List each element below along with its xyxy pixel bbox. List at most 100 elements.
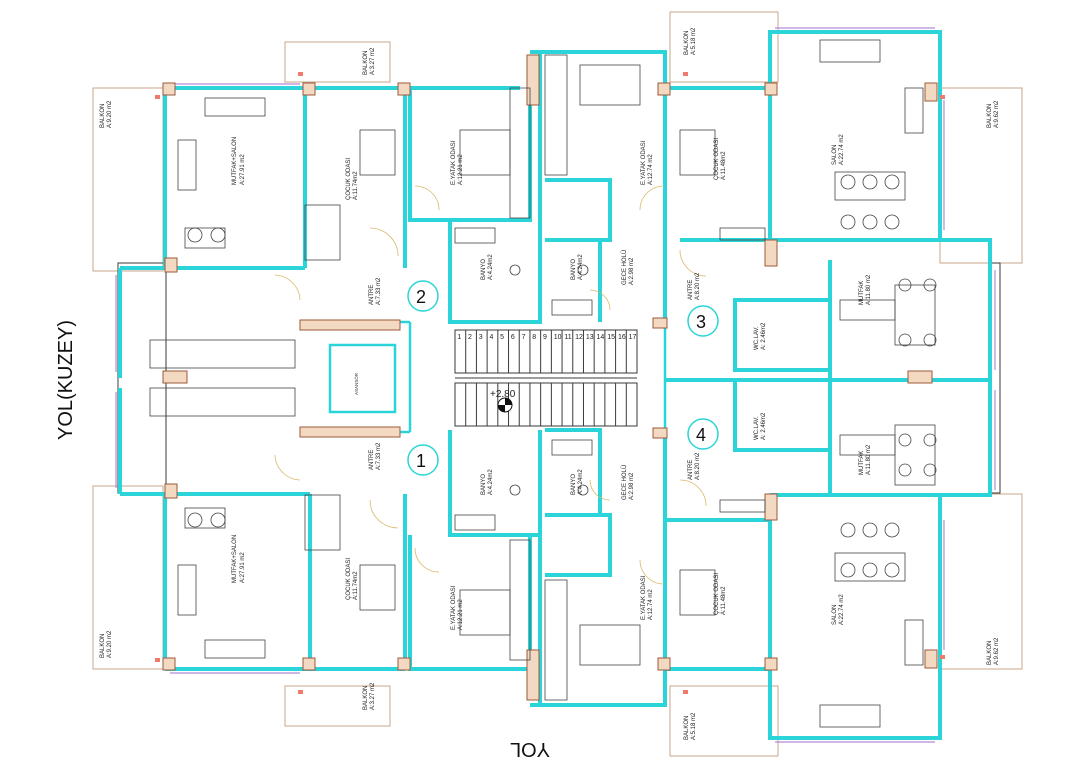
room-name: ÇOCUK ODASI (714, 573, 720, 615)
stair-step-lines (454, 330, 627, 426)
room-name: BANYO (481, 259, 487, 280)
room-area: A:11.48m2 (721, 586, 727, 615)
room-area: A:4.24m2 (488, 254, 494, 280)
room-name: BANYO (481, 474, 487, 495)
room-name: BALKON (100, 104, 106, 128)
room-name: ASANSÖR (353, 372, 359, 395)
room-area: A:8.20 m2 (695, 272, 701, 300)
room-name: BANYO (571, 474, 577, 495)
room-name: BALKON (100, 634, 106, 658)
room-area: A:5.18 m2 (691, 27, 697, 55)
room-name: BALKON (684, 31, 690, 55)
room-area: A:27.91 m2 (240, 154, 246, 185)
room-name: ANTRE (369, 450, 375, 470)
columns (162, 54, 938, 701)
road-north-label: YOL(KUZEY) (55, 320, 77, 440)
room-area: A:9.20 m2 (107, 100, 113, 128)
room-area: A:22.74 m2 (839, 594, 845, 625)
room-name: BALKON (987, 641, 993, 665)
room-name: E.YATAK ODASI (641, 140, 647, 185)
room-area: A: 2.46m2 (761, 412, 767, 440)
stair-step-number: 6 (511, 334, 515, 341)
room-name: ÇOCUK ODASI (346, 558, 352, 600)
windows (115, 27, 996, 743)
room-name: GECE HOLÜ (621, 465, 628, 500)
room-area: A:12.21 m2 (458, 599, 464, 630)
room-area: A:22.74 m2 (839, 134, 845, 165)
room-name: MUTFAK+SALON (232, 137, 238, 185)
stair-step-number: 5 (500, 334, 504, 341)
stair-step-number: 1 (457, 334, 461, 341)
room-name: WC.LAV. (754, 416, 760, 440)
stair-step-number: 8 (532, 334, 536, 341)
room-area: A:12.74 m2 (648, 589, 654, 620)
room-area: A:11.80 m2 (866, 444, 872, 475)
room-name: ANTRE (688, 460, 694, 480)
stair-step-number: 11 (564, 334, 571, 341)
stair-step-number: 9 (543, 334, 547, 341)
door-swings (274, 185, 707, 585)
room-area: A:4.24m2 (578, 254, 584, 280)
room-name: ÇOCUK ODASI (714, 138, 720, 180)
room-area: A:11.74m2 (353, 571, 359, 600)
room-area: A:9.20 m2 (107, 630, 113, 658)
room-area: A:12.74 m2 (648, 154, 654, 185)
stair-step-number: 3 (479, 334, 483, 341)
unit-label-3: 3 (696, 312, 706, 332)
walls (118, 30, 992, 740)
room-name: E.YATAK ODASI (451, 585, 457, 630)
room-name: BALKON (987, 104, 993, 128)
room-area: A:9.62 m2 (994, 100, 1000, 128)
room-area: A:8.20 m2 (695, 452, 701, 480)
room-name: BANYO (571, 259, 577, 280)
room-area: A:2.98 m2 (629, 257, 635, 285)
markers (155, 72, 945, 694)
room-name: BALKON (363, 51, 369, 75)
room-name: ÇOCUK ODASI (346, 158, 352, 200)
chairs (187, 174, 937, 578)
room-area: A:4.24m2 (488, 469, 494, 495)
stair-step-number: 15 (607, 334, 615, 341)
stair-step-number: 4 (489, 334, 493, 341)
elevation-marker: +2.80 (490, 389, 516, 413)
room-area: A: 2.46m2 (761, 322, 767, 350)
room-area: A:3.27 m2 (370, 47, 376, 75)
balcony-outlines (92, 11, 1023, 757)
stair-step-number: 17 (629, 334, 637, 341)
room-area: A:4.24m2 (578, 469, 584, 495)
room-name: ANTRE (688, 280, 694, 300)
room-name: ANTRE (369, 285, 375, 305)
room-area: A:27.91 m2 (240, 552, 246, 583)
room-area: A:7.33 m2 (376, 277, 382, 305)
room-name: MUTFAK (859, 451, 865, 475)
stair-step-number: 16 (618, 334, 626, 341)
room-area: A:11.74m2 (353, 171, 359, 200)
elevation-label: +2.80 (490, 389, 516, 400)
room-name: BALKON (363, 686, 369, 710)
room-name: BALKON (684, 716, 690, 740)
room-area: A:11.80 m2 (866, 274, 872, 305)
stair-step-number: 12 (575, 334, 583, 341)
room-name: MUTFAK+SALON (232, 535, 238, 583)
stair-step-number: 2 (468, 334, 472, 341)
unit-label-1: 1 (416, 451, 426, 471)
room-name: E.YATAK ODASI (641, 575, 647, 620)
room-area: A:5.18 m2 (691, 712, 697, 740)
room-name: SALON (832, 145, 838, 165)
stair-step-number: 14 (597, 334, 605, 341)
stair-step-number: 13 (586, 334, 594, 341)
room-area: A:11.48m2 (721, 151, 727, 180)
furniture (149, 39, 936, 728)
room-area: A:3.27 m2 (370, 682, 376, 710)
room-name: GECE HOLÜ (621, 250, 628, 285)
stair-step-number: 10 (554, 334, 562, 341)
room-area: A:12.21 m2 (458, 154, 464, 185)
unit-label-2: 2 (416, 287, 426, 307)
room-area: A:7.33 m2 (376, 442, 382, 470)
room-name: WC.LAV. (754, 326, 760, 350)
room-area: A:2.98 m2 (629, 472, 635, 500)
room-name: SALON (832, 605, 838, 625)
room-area: A:9.62 m2 (994, 637, 1000, 665)
